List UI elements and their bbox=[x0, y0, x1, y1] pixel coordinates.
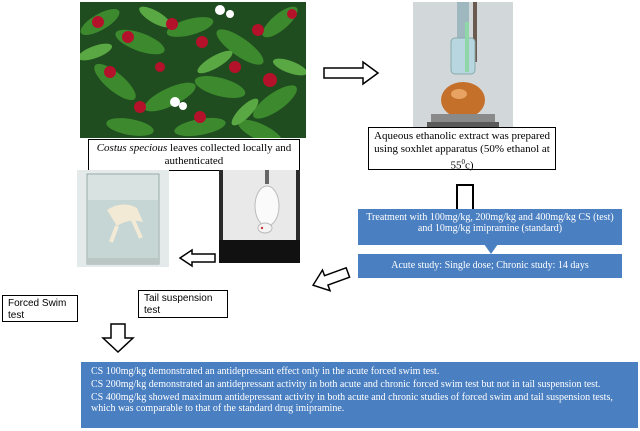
species-name: Costus specious bbox=[96, 142, 168, 154]
arrow-down-results-icon bbox=[101, 323, 135, 354]
arrow-left-icon bbox=[178, 248, 216, 268]
result-400: CS 400mg/kg showed maximum antidepressan… bbox=[91, 392, 613, 414]
forced-swim-label: Forced Swim test bbox=[2, 295, 78, 322]
results-box: CS 100mg/kg demonstrated an antidepressa… bbox=[81, 362, 638, 428]
soxhlet-photo bbox=[413, 2, 513, 128]
arrow-down-small-icon bbox=[484, 244, 498, 254]
extract-caption-line2-suffix: c) bbox=[464, 159, 474, 172]
extract-caption-line2-prefix: apparatus (50% ethanol at 55 bbox=[435, 143, 550, 172]
plant-photo bbox=[80, 2, 306, 138]
tail-suspension-label: Tail suspension test bbox=[138, 290, 228, 318]
extract-caption: Aqueous ethanolic extract was prepared u… bbox=[368, 127, 556, 172]
arrow-right-icon bbox=[323, 60, 380, 86]
result-100: CS 100mg/kg demonstrated an antidepressa… bbox=[91, 366, 440, 377]
tail-suspension-photo bbox=[219, 170, 300, 263]
extract-caption-line1: Aqueous ethanolic extract was prepared u… bbox=[374, 130, 550, 155]
plant-caption: Costus specious leaves collected locally… bbox=[88, 139, 300, 171]
degree-superscript: 0 bbox=[461, 158, 465, 166]
forced-swim-photo bbox=[77, 170, 169, 267]
treatment-box: Treatment with 100mg/kg, 200mg/kg and 40… bbox=[358, 209, 622, 245]
result-200: CS 200mg/kg demonstrated an antidepressa… bbox=[91, 379, 601, 390]
study-box: Acute study: Single dose; Chronic study:… bbox=[358, 254, 622, 278]
arrow-down-icon bbox=[456, 184, 474, 211]
plant-caption-text: leaves collected locally and authenticat… bbox=[164, 142, 292, 167]
arrow-diagonal-icon bbox=[311, 266, 351, 292]
